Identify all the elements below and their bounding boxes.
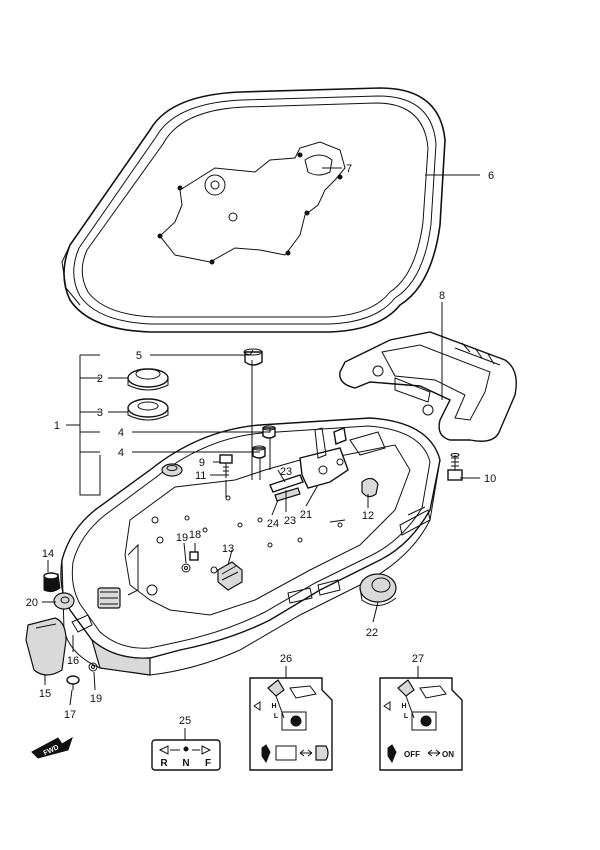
screw-9 <box>219 454 233 478</box>
callout-9: 9 <box>199 457 205 469</box>
shift-n: N <box>182 758 189 769</box>
callout-4b: 4 <box>118 447 124 459</box>
seal-ring <box>61 87 446 333</box>
callout-6: 6 <box>488 170 494 182</box>
label-plate-26: H L <box>249 666 333 771</box>
callout-26: 26 <box>280 653 292 665</box>
callout-23b: 23 <box>284 515 296 527</box>
screw-17 <box>66 675 80 690</box>
front-direction-arrow: FWD <box>31 736 73 759</box>
callout-13: 13 <box>222 543 234 555</box>
callout-17: 17 <box>64 709 76 721</box>
clip-24 <box>274 487 301 502</box>
washer-19b <box>88 662 98 672</box>
callout-22: 22 <box>366 627 378 639</box>
plate27-on: ON <box>442 750 454 759</box>
grommet-22 <box>359 573 397 606</box>
plate27-off: OFF <box>404 750 420 759</box>
callout-25: 25 <box>179 715 191 727</box>
label-plate-27: H L OFF ON <box>379 666 463 771</box>
cover-15 <box>25 617 67 676</box>
callout-19b: 19 <box>90 693 102 705</box>
carry-handle <box>339 331 517 442</box>
shift-r: R <box>160 758 168 769</box>
callout-2: 2 <box>97 373 103 385</box>
callout-20: 20 <box>26 597 38 609</box>
callout-11: 11 <box>195 470 206 482</box>
grommet-2 <box>127 368 169 391</box>
clip-16 <box>71 614 93 633</box>
lower-cover <box>60 417 441 676</box>
gasket-plate <box>157 141 346 265</box>
plug-5 <box>243 348 263 366</box>
callout-27: 27 <box>412 653 424 665</box>
nut-18 <box>189 551 199 561</box>
callout-10: 10 <box>484 473 496 485</box>
plate27-h: H <box>401 703 406 710</box>
callout-labels: 5 2 3 1 4 4 6 7 8 9 10 11 12 13 14 15 16… <box>26 163 497 727</box>
callout-4a: 4 <box>118 427 124 439</box>
callout-21: 21 <box>300 509 312 521</box>
callout-14: 14 <box>42 548 54 560</box>
grommet-20 <box>53 592 75 610</box>
callout-19a: 19 <box>176 532 188 544</box>
plate26-l: L <box>274 713 279 720</box>
plug-4a <box>262 425 276 439</box>
collar-11 <box>161 463 183 477</box>
callout-16: 16 <box>67 655 79 667</box>
plate26-h: H <box>271 703 276 710</box>
shift-f: F <box>205 758 211 769</box>
clip-23 <box>269 474 304 493</box>
label-plate-25: R N F <box>151 728 221 771</box>
washer-19a <box>181 563 191 573</box>
callout-1: 1 <box>54 420 60 432</box>
grommet-3 <box>127 398 169 421</box>
cap-12 <box>361 477 379 498</box>
leader-lines <box>42 167 480 706</box>
callout-23a: 23 <box>280 466 292 478</box>
callout-3: 3 <box>97 407 103 419</box>
plug-4b <box>252 445 266 459</box>
callout-5: 5 <box>136 350 142 362</box>
cap-14 <box>43 572 61 593</box>
callout-7: 7 <box>346 163 352 175</box>
plate27-l: L <box>404 713 409 720</box>
bolt-head-8 <box>333 427 347 445</box>
bolt-10 <box>447 453 463 481</box>
callout-8: 8 <box>439 290 445 302</box>
knob-13 <box>217 561 243 591</box>
callout-18: 18 <box>189 529 201 541</box>
callout-12: 12 <box>362 510 374 522</box>
bracket-21 <box>299 427 349 489</box>
callout-24: 24 <box>267 518 279 530</box>
callout-15: 15 <box>39 688 51 700</box>
